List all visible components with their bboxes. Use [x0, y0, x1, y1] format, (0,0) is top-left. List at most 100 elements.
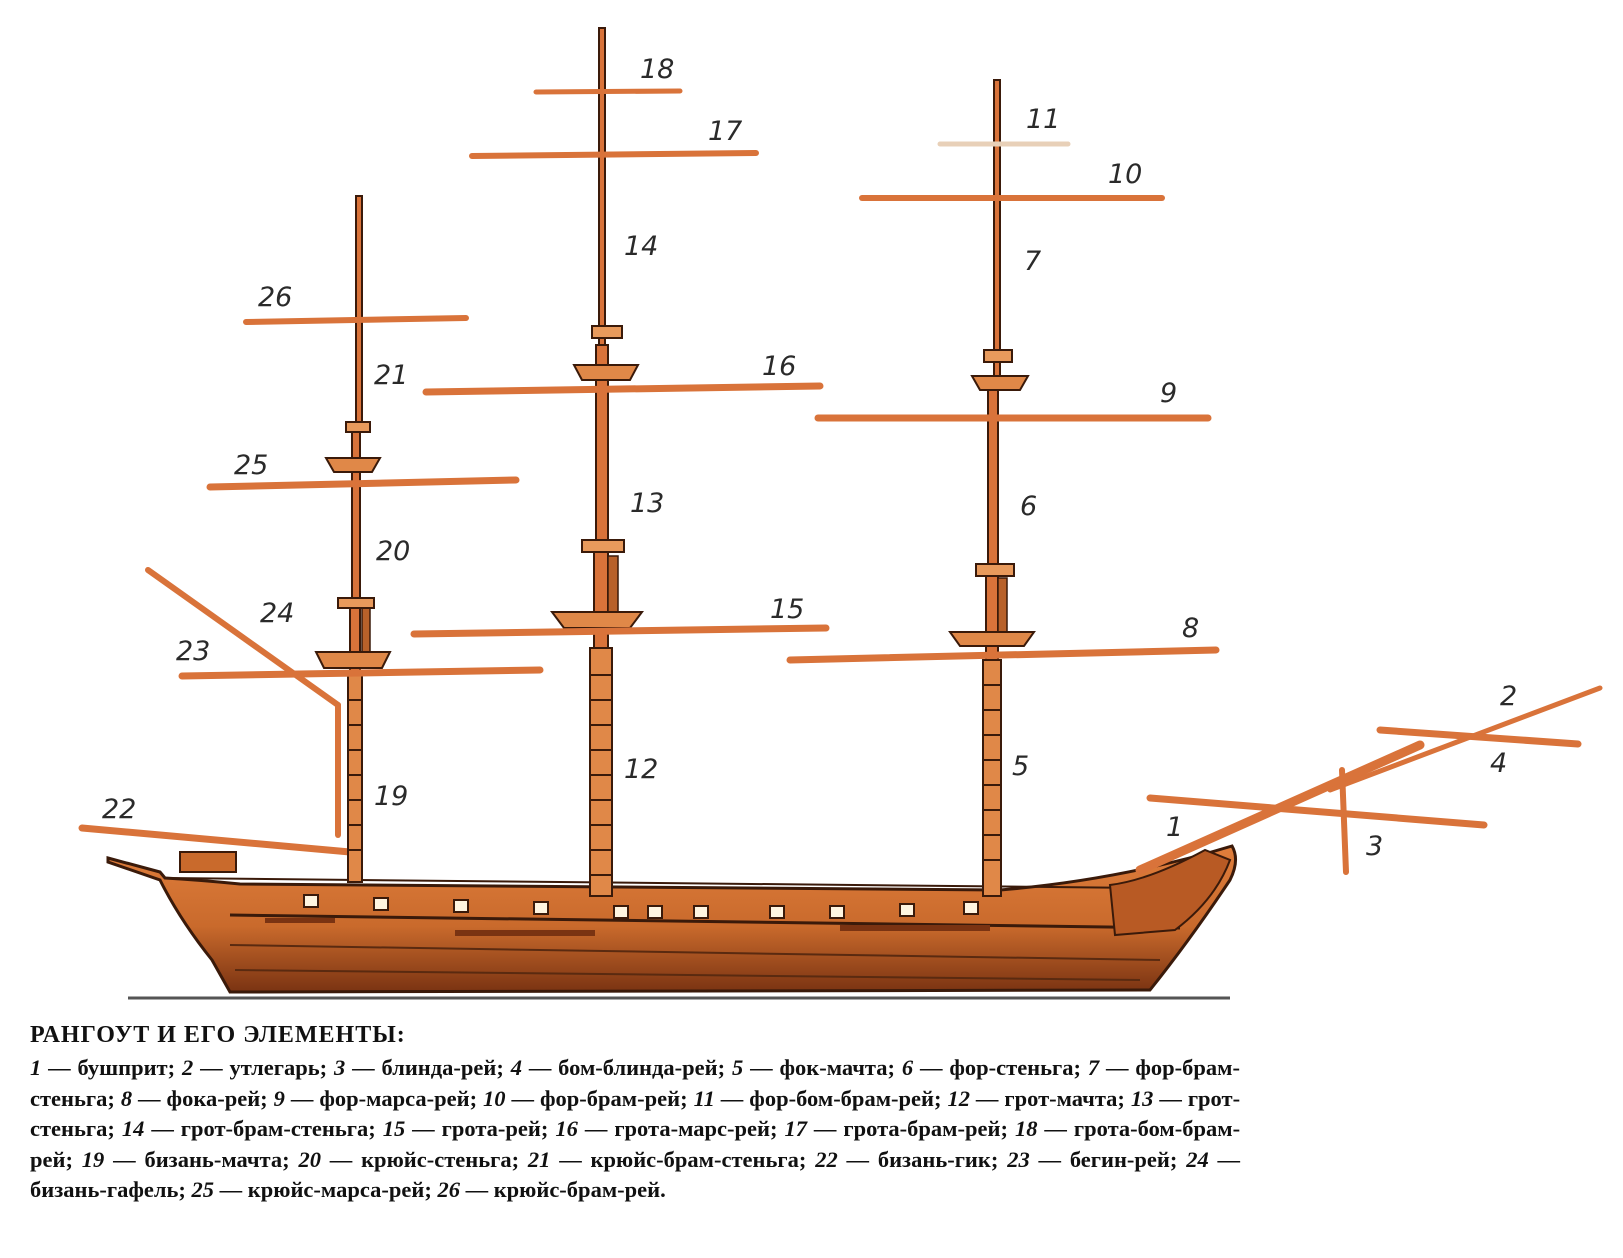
legend-term: грота-брам-рей — [843, 1116, 1001, 1141]
label-19: 19 — [374, 781, 408, 812]
legend-entry: 21 — крюйс-брам-стеньга; — [527, 1146, 807, 1172]
legend-number: 2 — [181, 1055, 194, 1080]
main-royal-yard — [533, 88, 683, 95]
legend-number: 16 — [555, 1116, 578, 1141]
legend-number: 3 — [334, 1055, 346, 1080]
legend-term: крюйс-стеньга — [361, 1146, 512, 1172]
legend-term: фор-стеньга — [949, 1055, 1074, 1080]
legend-entry: 17 — грота-брам-рей; — [784, 1116, 1008, 1141]
legend-entry: 23 — бегин-рей; — [1007, 1146, 1178, 1172]
legend-number: 6 — [901, 1055, 914, 1080]
mizzen-topsail-yard — [206, 476, 520, 491]
legend-entry: 26 — крюйс-брам-рей. — [437, 1177, 666, 1202]
legend-number: 8 — [120, 1085, 133, 1111]
fore-mast — [786, 79, 1220, 897]
legend-number: 14 — [121, 1116, 145, 1141]
legend-entry: 3 — блинда-рей; — [334, 1055, 504, 1080]
legend-number: 11 — [693, 1085, 715, 1111]
main-topgallant-yard — [469, 150, 759, 159]
label-3: 3 — [1366, 831, 1383, 862]
legend-term: крюйс-брам-стеньга — [590, 1146, 799, 1172]
mizzen-topgallant-yard — [243, 315, 469, 325]
legend-term: грот-брам-стеньга — [180, 1116, 369, 1141]
label-22: 22 — [102, 794, 136, 825]
legend-entry: 7 — фор-брам-стеньга; — [30, 1055, 1240, 1111]
legend-number: 15 — [382, 1116, 406, 1141]
bowsprit-group — [1135, 685, 1603, 875]
legend-number: 21 — [527, 1146, 551, 1172]
legend-entry: 11 — фор-бом-брам-рей; — [693, 1085, 942, 1111]
main-yard — [410, 624, 830, 638]
legend-term: утлегарь — [229, 1055, 320, 1080]
label-14: 14 — [624, 231, 658, 262]
dolphin-striker — [1339, 767, 1349, 875]
label-17: 17 — [708, 116, 742, 147]
label-23: 23 — [176, 636, 210, 667]
mizzen-mast — [78, 195, 544, 883]
label-20: 20 — [376, 536, 410, 567]
main-topsail-yard — [422, 382, 824, 396]
legend-term: крюйс-марса-рей — [247, 1177, 425, 1202]
legend-number: 18 — [1014, 1116, 1038, 1141]
legend-entry: 24 — бизань-гафель; — [30, 1146, 1241, 1203]
main-mast — [410, 27, 830, 897]
legend-entry: 4 — бом-блинда-рей; — [510, 1055, 726, 1080]
label-16: 16 — [762, 351, 796, 382]
legend-number: 12 — [947, 1085, 970, 1111]
ship-rigging-diagram: 1 2 3 4 5 6 7 8 9 10 11 12 13 14 15 16 1… — [78, 27, 1603, 1000]
legend-number: 4 — [510, 1055, 522, 1080]
label-8: 8 — [1182, 613, 1199, 644]
legend-entry: 16 — грота-марс-рей; — [555, 1116, 778, 1141]
label-7: 7 — [1024, 246, 1041, 277]
legend-term: бизань-гафель — [30, 1177, 179, 1202]
legend-term: грота-рей — [441, 1116, 541, 1141]
label-18: 18 — [640, 54, 674, 85]
caption-title: РАНГОУТ И ЕГО ЭЛЕМЕНТЫ: — [30, 1022, 406, 1048]
legend-entry: 19 — бизань-мачта; — [81, 1146, 290, 1172]
legend-number: 17 — [784, 1116, 807, 1141]
legend-number: 20 — [298, 1146, 321, 1172]
legend-entry: 8 — фока-рей; — [120, 1085, 268, 1111]
label-24: 24 — [260, 598, 294, 629]
legend-term: грот-стеньга — [30, 1085, 1241, 1142]
legend-number: 26 — [437, 1177, 460, 1202]
legend-term: бегин-рей — [1069, 1146, 1170, 1172]
legend-term: грота-марс-рей — [614, 1116, 770, 1141]
legend-entry: 22 — бизань-гик; — [815, 1146, 999, 1172]
legend-term: бом-блинда-рей — [558, 1055, 718, 1080]
legend-entry: 25 — крюйс-марса-рей; — [191, 1177, 432, 1202]
label-6: 6 — [1020, 491, 1037, 522]
legend-entry: 5 — фок-мачта; — [731, 1055, 895, 1080]
channels — [265, 918, 990, 936]
legend-term: фок-мачта — [779, 1055, 888, 1080]
label-15: 15 — [770, 594, 804, 625]
diagram-number-labels: 1 2 3 4 5 6 7 8 9 10 11 12 13 14 15 16 1… — [102, 54, 1517, 862]
label-21: 21 — [374, 360, 408, 391]
sprit-topsail-yard — [1376, 726, 1582, 748]
gun-ports — [303, 894, 979, 919]
legend-number: 10 — [483, 1085, 506, 1111]
label-1: 1 — [1166, 812, 1183, 843]
label-5: 5 — [1012, 751, 1029, 782]
ship-hull — [106, 844, 1237, 994]
legend-term: фор-брам-стеньга — [30, 1055, 1240, 1111]
label-9: 9 — [1160, 378, 1177, 409]
label-10: 10 — [1108, 159, 1142, 190]
label-2: 2 — [1500, 681, 1517, 712]
mizzen-boom — [78, 824, 354, 856]
crossjack-yard — [178, 666, 544, 680]
legend-term: бизань-гик — [877, 1146, 991, 1172]
legend-entry: 6 — фор-стеньга; — [901, 1055, 1082, 1080]
label-12: 12 — [624, 754, 658, 785]
legend-entry: 10 — фор-брам-рей; — [483, 1085, 688, 1111]
legend-number: 23 — [1007, 1146, 1030, 1172]
legend-entry: 12 — грот-мачта; — [947, 1085, 1125, 1111]
legend-term: фока-рей — [166, 1085, 261, 1111]
label-4: 4 — [1490, 748, 1507, 779]
legend-number: 7 — [1087, 1055, 1100, 1080]
legend-term: фор-бом-брам-рей — [749, 1085, 934, 1111]
label-11: 11 — [1026, 104, 1060, 135]
legend-number: 5 — [731, 1055, 744, 1080]
legend-entry: 14 — грот-брам-стеньга; — [121, 1116, 376, 1141]
legend-term: блинда-рей — [381, 1055, 497, 1080]
